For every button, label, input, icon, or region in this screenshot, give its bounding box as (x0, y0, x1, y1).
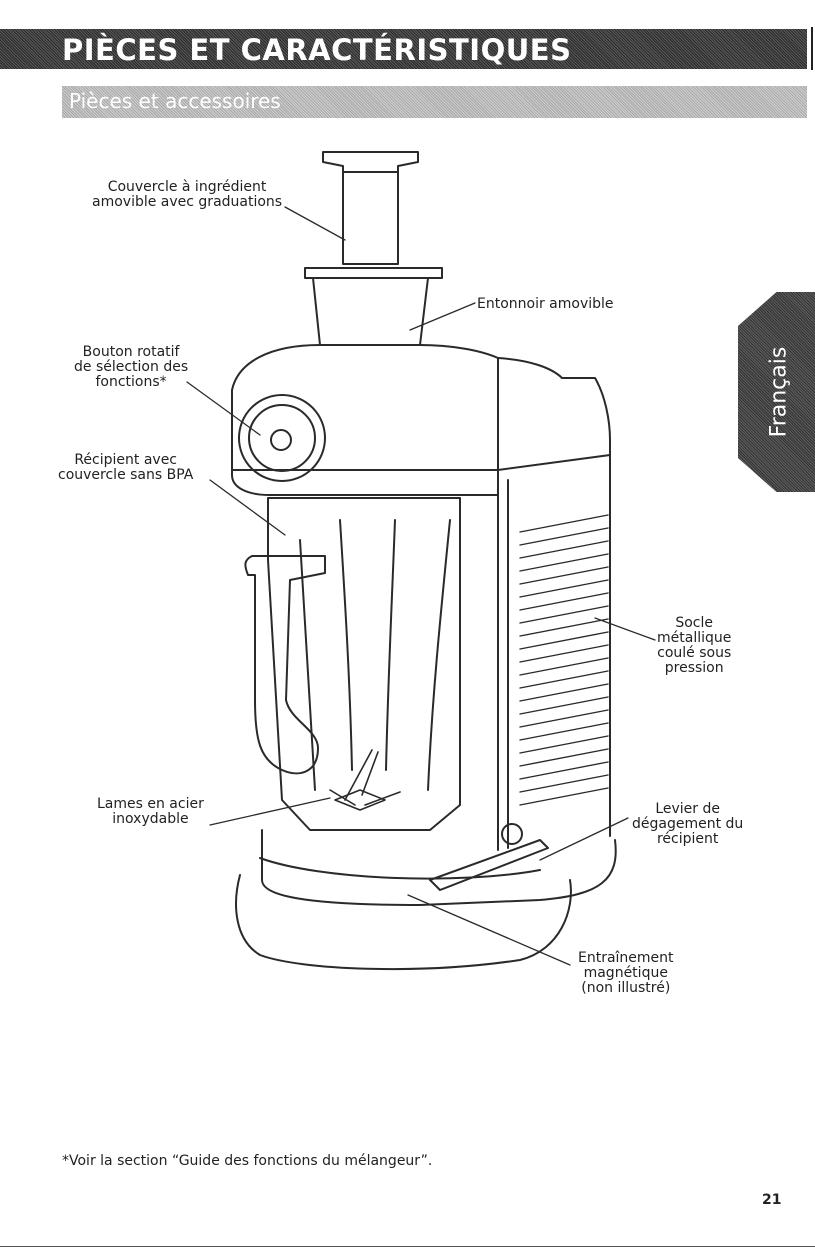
footnote: *Voir la section “Guide des fonctions du… (62, 1153, 433, 1169)
label-entrainement: Entraînement magnétique (non illustré) (578, 950, 674, 996)
title-bar-edge (811, 27, 813, 70)
language-tab: Français (738, 292, 815, 492)
section-title-bar: Pièces et accessoires (62, 86, 807, 118)
ingredient-cap (322, 151, 419, 265)
jar-handle (244, 555, 326, 775)
page-number: 21 (762, 1192, 782, 1208)
label-couvercle-ingredient: Couvercle à ingrédient amovible avec gra… (92, 179, 283, 210)
section-title: Pièces et accessoires (69, 89, 281, 113)
page-title: PIÈCES ET CARACTÉRISTIQUES (62, 33, 572, 67)
label-recipient: Récipient avec couvercle sans BPA (58, 452, 194, 483)
label-socle: Socle métallique coulé sous pression (657, 615, 732, 676)
label-levier: Levier de dégagement du récipient (632, 801, 744, 847)
blender-base (235, 823, 617, 971)
label-lames: Lames en acier inoxydable (97, 796, 204, 827)
label-entonnoir: Entonnoir amovible (477, 296, 614, 312)
bottom-rule (0, 1246, 815, 1247)
page-title-bar: PIÈCES ET CARACTÉRISTIQUES (0, 29, 807, 69)
motor-head (231, 344, 611, 496)
base-column (497, 454, 611, 851)
vent-slats (519, 514, 609, 806)
blades (329, 749, 401, 811)
leader-lines (186, 206, 656, 966)
jar (267, 497, 461, 831)
funnel (304, 267, 443, 346)
label-bouton-rotatif: Bouton rotatif de sélection des fonction… (74, 344, 189, 390)
